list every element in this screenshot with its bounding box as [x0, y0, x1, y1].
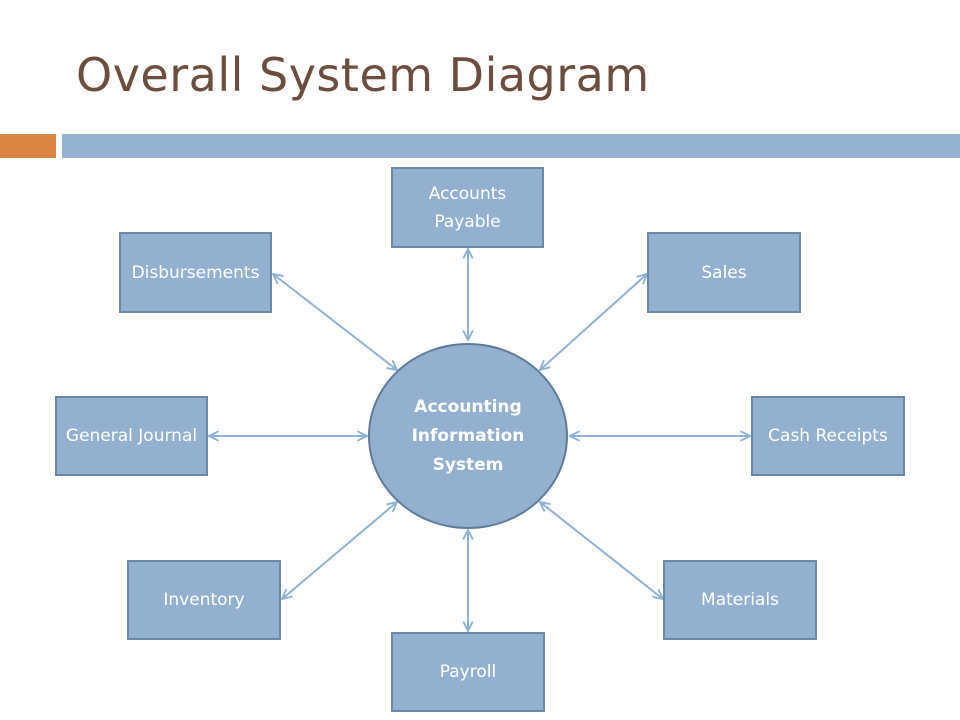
node-inventory: Inventory	[127, 560, 281, 640]
hub-accounting-information-system: Accounting Information System	[368, 343, 568, 529]
slide-title: Overall System Diagram	[76, 48, 650, 102]
node-payroll: Payroll	[391, 632, 545, 712]
node-cash-receipts: Cash Receipts	[751, 396, 905, 476]
connector-sales	[540, 274, 647, 370]
node-sales: Sales	[647, 232, 801, 313]
title-underline-bar	[62, 134, 960, 158]
node-accounts-payable: Accounts Payable	[391, 167, 544, 248]
node-disbursements: Disbursements	[119, 232, 272, 313]
connector-materials	[540, 502, 663, 599]
node-general-journal: General Journal	[55, 396, 208, 476]
connector-inventory	[282, 502, 397, 599]
title-accent-bar	[0, 134, 56, 158]
connector-disbursements	[273, 274, 397, 370]
node-materials: Materials	[663, 560, 817, 640]
